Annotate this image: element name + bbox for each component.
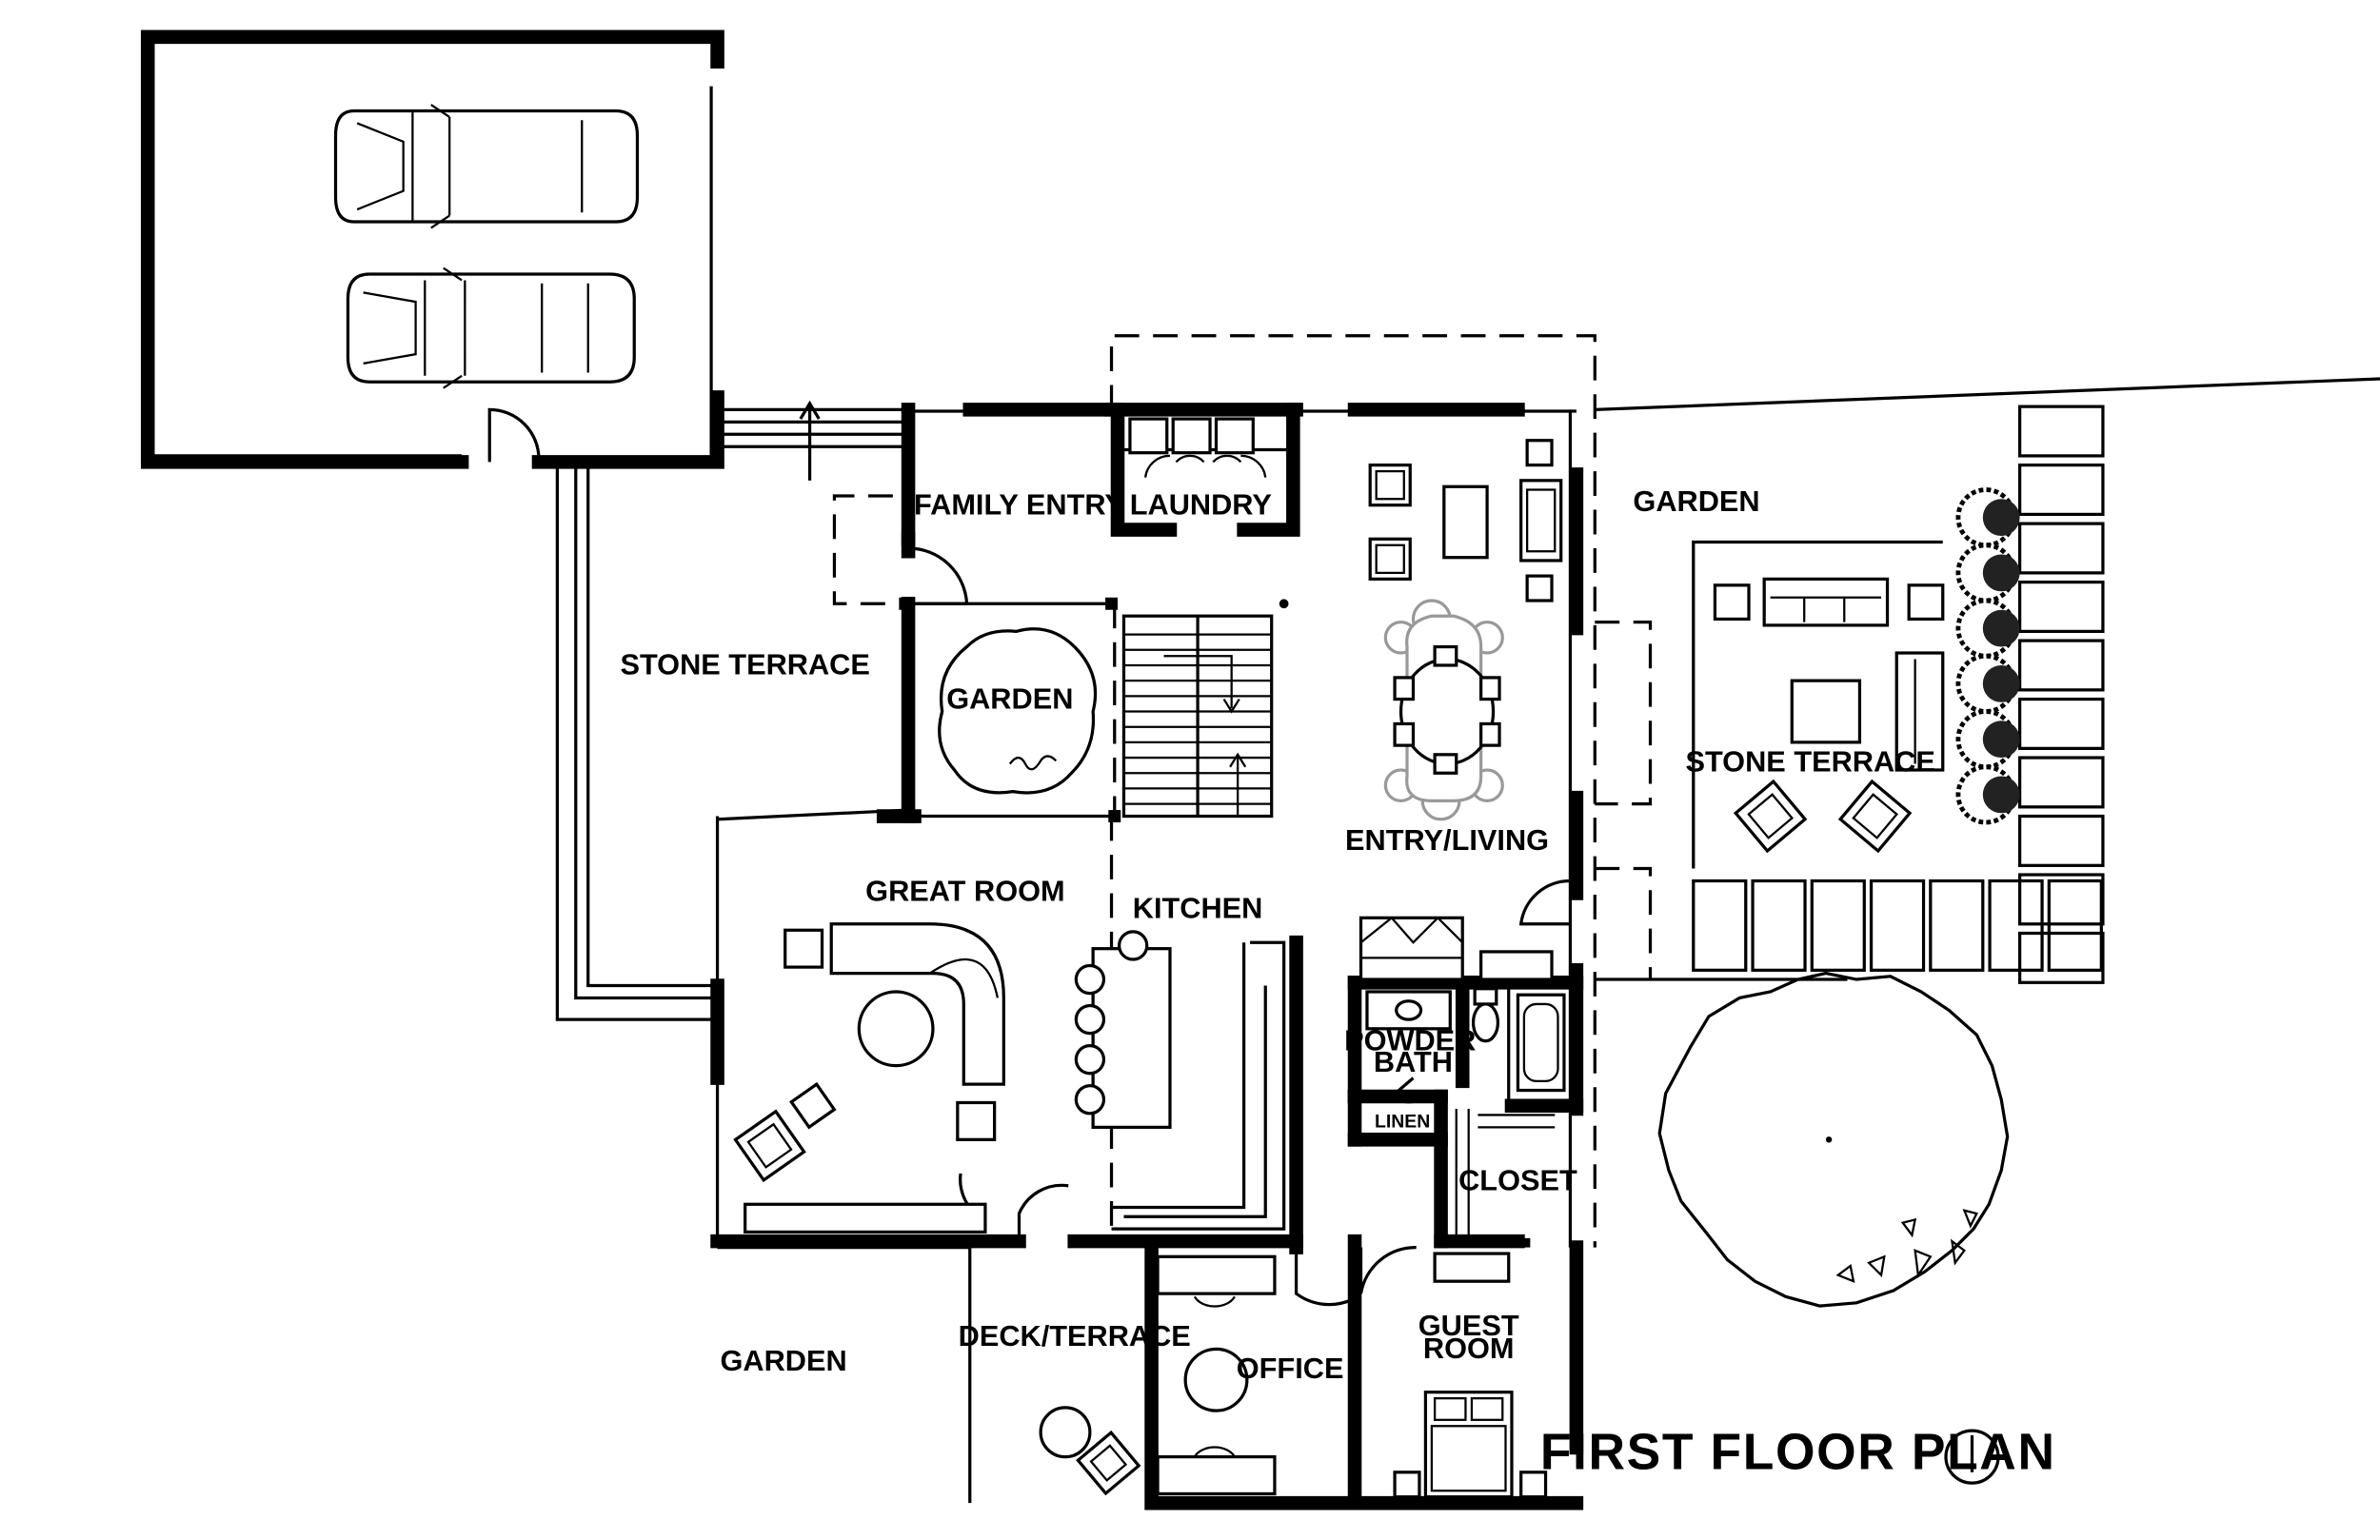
label-deck-terrace: DECK/TERRACE [959,1319,1191,1352]
car-icon [333,104,640,229]
label-family-entry: FAMILY ENTRY [914,487,1124,521]
exterior-walls [710,403,1584,1510]
car-icon [346,267,636,389]
label-office: OFFICE [1237,1352,1344,1385]
label-bath: BATH [1374,1045,1453,1078]
label-guest: GUEST [1418,1309,1519,1342]
family-entry [832,494,1118,823]
service-rooms [1347,916,1584,1249]
label-entry-living: ENTRY/LIVING [1345,823,1549,857]
east-terrace [1595,377,2380,1308]
laundry-room [1110,403,1300,537]
covered-walkway [555,400,909,1021]
label-powder: POWDER [1344,1023,1476,1056]
north-arrow-icon [1944,1429,2000,1485]
kitchen [1074,816,1303,1249]
room-labels: FAMILY ENTRY [914,487,1124,521]
label-stone-terrace-west: STONE TERRACE [620,648,869,681]
label-kitchen: KITCHEN [1133,891,1263,924]
roof-overhang [1109,334,1597,1248]
garage [140,30,724,469]
label-stone-terrace-east: STONE TERRACE [1685,745,1934,779]
label-garden-north: GARDEN [1633,484,1759,518]
plan-title: FIRST FLOOR PLAN [1540,1425,2056,1481]
label-garden-south: GARDEN [720,1344,846,1377]
label-great-room: GREAT ROOM [865,875,1064,908]
label-garden-courtyard: GARDEN [946,681,1073,715]
label-closet: CLOSET [1458,1164,1577,1197]
label-room: ROOM [1423,1332,1515,1365]
label-linen: LINEN [1375,1111,1430,1132]
label-laundry: LAUNDRY [1130,487,1272,521]
lower-rooms [1039,1234,1548,1510]
staircase [1121,599,1289,819]
great-room-furniture [733,922,1069,1242]
entry-living-furniture [1368,439,1571,926]
